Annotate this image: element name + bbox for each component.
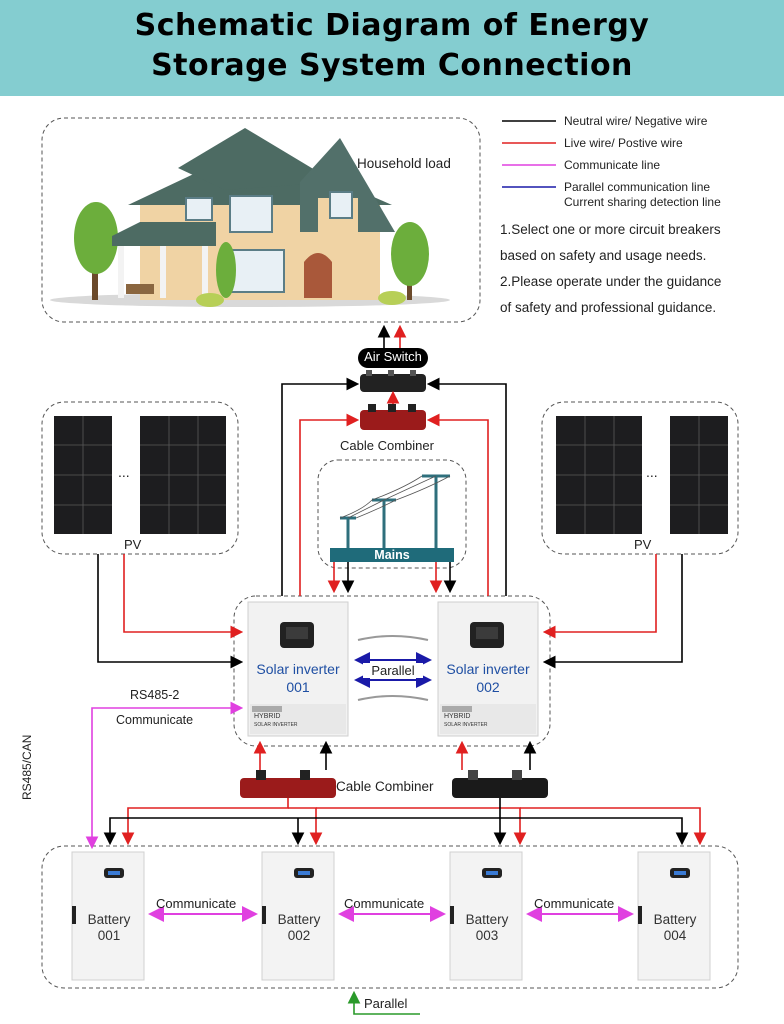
legend-live: Live wire/ Postive wire	[564, 136, 683, 150]
mains-label: Mains	[374, 548, 410, 562]
inverter-002-id: 002	[476, 679, 500, 695]
cable-combiner-top-device	[360, 404, 426, 430]
battery-box	[41, 845, 739, 989]
household-box	[41, 117, 481, 323]
battery-004-id: 004	[663, 928, 687, 943]
pv-right-panels	[556, 416, 728, 534]
battery-002-name: Battery	[277, 912, 321, 927]
battery-002-id: 002	[287, 928, 311, 943]
cable-combiner-bottom-devices	[240, 770, 548, 798]
communicate-left-label: Communicate	[116, 713, 194, 727]
legend-current-sharing: Current sharing detection line	[564, 195, 721, 209]
title-line-1: Schematic Diagram of Energy	[134, 8, 650, 43]
rs485-can-label: RS485/CAN	[20, 734, 34, 800]
inverter-002-name: Solar inverter	[446, 661, 530, 677]
battery-004-name: Battery	[653, 912, 697, 927]
legend-lines	[502, 120, 556, 188]
parallel-mid-label: Parallel	[363, 663, 423, 678]
pv-left-label: PV	[124, 537, 142, 552]
air-switch-label: Air Switch	[364, 349, 422, 364]
pv-right-label: PV	[634, 537, 652, 552]
inverter-001-sub: SOLAR INVERTER	[254, 722, 298, 728]
inverter-002-sub: SOLAR INVERTER	[444, 722, 488, 728]
note-line-1: 1.Select one or more circuit breakers	[500, 222, 721, 237]
house-illustration	[50, 128, 450, 307]
battery-001-name: Battery	[87, 912, 131, 927]
battery-003-name: Battery	[465, 912, 509, 927]
battery-devices	[71, 851, 711, 981]
battery-003-id: 003	[475, 928, 499, 943]
inverter-002-badge: HYBRID	[444, 713, 471, 720]
household-load-label: Household load	[357, 156, 451, 171]
parallel-cables	[354, 635, 432, 701]
pv-left-box	[41, 401, 239, 555]
inverter-001-badge: HYBRID	[254, 713, 281, 720]
header-banner: Schematic Diagram of Energy Storage Syst…	[0, 0, 784, 96]
note-line-4: of safety and professional guidance.	[500, 300, 717, 315]
inverter-001-name: Solar inverter	[256, 661, 340, 677]
inverter-001-device	[247, 601, 349, 737]
rs485-2-label: RS485-2	[130, 688, 180, 702]
battery-001-id: 001	[97, 928, 121, 943]
mains-illustration	[330, 474, 454, 562]
inverter-box	[233, 595, 551, 747]
legend-parallel: Parallel communication line	[564, 180, 711, 194]
pv-right-box	[541, 401, 739, 555]
parallel-bottom-label: Parallel	[364, 996, 408, 1011]
note-line-3: 2.Please operate under the guidance	[500, 274, 722, 289]
title-line-2: Storage System Connection	[151, 48, 633, 83]
battery-link-2-label: Communicate	[344, 896, 425, 911]
legend-communicate: Communicate line	[564, 158, 661, 172]
battery-link-3-label: Communicate	[534, 896, 615, 911]
cable-combiner-bottom-label: Cable Combiner	[336, 779, 434, 794]
legend-neutral: Neutral wire/ Negative wire	[564, 114, 708, 128]
wiring	[85, 324, 707, 1015]
air-switch-device	[358, 348, 428, 392]
cable-combiner-top-label: Cable Combiner	[340, 438, 434, 453]
inverter-002-device	[437, 601, 539, 737]
pv-left-ellipsis: ...	[118, 464, 130, 480]
battery-link-1-label: Communicate	[156, 896, 237, 911]
pv-right-ellipsis: ...	[646, 464, 658, 480]
note-line-2: based on safety and usage needs.	[500, 248, 707, 263]
pv-left-panels	[54, 416, 226, 534]
inverter-001-id: 001	[286, 679, 310, 695]
